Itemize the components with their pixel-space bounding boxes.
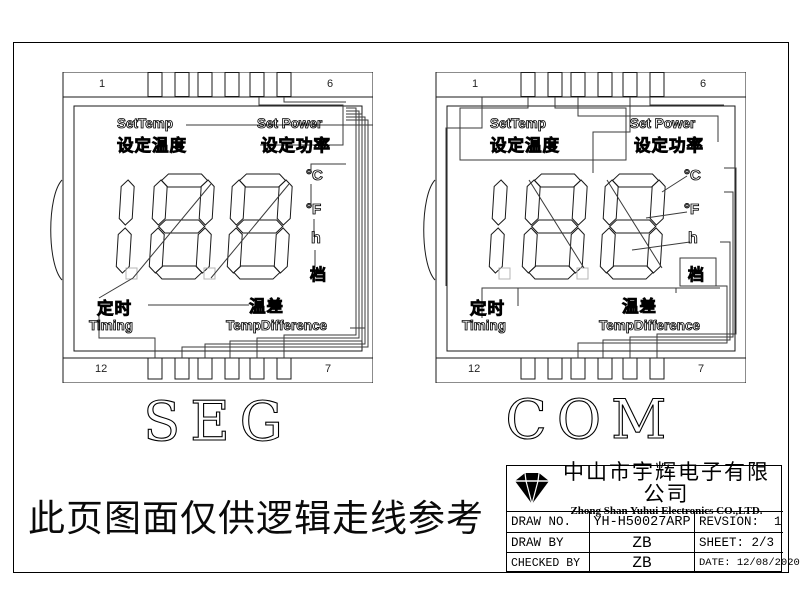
revision-cell: REVSION: 1 <box>694 511 783 532</box>
label-setpower-cn: 设定功率 <box>634 137 704 156</box>
company-logo-icon <box>515 472 549 505</box>
sheet-label: SHEET: <box>699 535 745 550</box>
label-settemp-en: SetTemp <box>117 116 174 132</box>
title-block: 中山市宇辉电子有限公司 Zhong Shan Yuhui Electronics… <box>506 461 800 573</box>
label-setpower-cn: 设定功率 <box>261 137 331 156</box>
checked-by-label: CHECKED BY <box>507 552 589 573</box>
caption-com: COM <box>505 387 677 451</box>
date-label: DATE: <box>699 557 731 569</box>
annunciator-celsius: °C <box>306 167 324 185</box>
pin-number-1: 1 <box>472 78 479 90</box>
label-setpower-en: Set Power <box>630 116 696 132</box>
annunciator-hour: h <box>311 230 322 248</box>
checked-by-value: ZB <box>589 552 694 573</box>
label-timing-cn: 定时 <box>97 300 132 319</box>
company-row: 中山市宇辉电子有限公司 Zhong Shan Yuhui Electronics… <box>507 461 781 517</box>
sheet-value: 2/3 <box>751 535 775 550</box>
label-settemp-cn: 设定温度 <box>117 137 187 156</box>
draw-by-label: DRAW BY <box>507 532 589 552</box>
annunciator-gear: 档 <box>688 267 705 285</box>
routing-reference-note: 此页图面仅供逻辑走线参考 <box>28 497 484 540</box>
label-settemp-cn: 设定温度 <box>490 137 560 156</box>
pin-number-6: 6 <box>700 78 707 90</box>
caption-seg: SEG <box>143 389 293 453</box>
pin-number-12: 12 <box>95 363 108 375</box>
pin-number-7: 7 <box>325 363 332 375</box>
label-settemp-en: SetTemp <box>490 116 547 132</box>
company-name-cn: 中山市宇辉电子有限公司 <box>563 459 770 506</box>
label-tempdiff-cn: 温差 <box>622 298 657 317</box>
com-panel-lineart <box>423 72 746 383</box>
seg-panel-lineart <box>50 72 373 383</box>
label-tempdiff-en: TempDifference <box>226 318 328 334</box>
pin-number-12: 12 <box>468 363 481 375</box>
annunciator-gear: 档 <box>310 267 327 285</box>
sheet-border <box>13 42 789 573</box>
date-value: 12/08/2020 <box>736 557 800 569</box>
company-name-en: Zhong Shan Yuhui Electronics CO.,LTD. <box>570 504 763 517</box>
lcd-panel-seg: 1 6 12 7 SetTemp 设定温度 Set Power 设定功率 °C … <box>50 72 373 383</box>
label-timing-en: Timing <box>89 318 134 334</box>
annunciator-fahrenheit: °F <box>306 201 322 219</box>
pin-number-6: 6 <box>327 78 334 90</box>
pin-number-1: 1 <box>99 78 106 90</box>
draw-by-value: ZB <box>589 532 694 552</box>
company-names: 中山市宇辉电子有限公司 Zhong Shan Yuhui Electronics… <box>552 461 781 517</box>
label-tempdiff-cn: 温差 <box>249 298 284 317</box>
annunciator-celsius: °C <box>684 167 702 185</box>
draw-no-value: YH-H50027ARP <box>589 511 694 532</box>
label-setpower-en: Set Power <box>257 116 323 132</box>
label-tempdiff-en: TempDifference <box>599 318 701 334</box>
revision-value: 1 <box>774 515 782 529</box>
label-timing-en: Timing <box>462 318 507 334</box>
sheet-cell: SHEET: 2/3 <box>694 532 783 552</box>
revision-label: REVSION: <box>699 515 760 529</box>
annunciator-fahrenheit: °F <box>684 201 700 219</box>
label-timing-cn: 定时 <box>470 300 505 319</box>
annunciator-hour: h <box>688 230 699 248</box>
lcd-panel-com: 1 6 12 7 SetTemp 设定温度 Set Power 设定功率 °C … <box>423 72 746 383</box>
date-cell: DATE: 12/08/2020 <box>694 552 800 573</box>
draw-no-label: DRAW NO. <box>507 511 589 532</box>
pin-number-7: 7 <box>698 363 705 375</box>
